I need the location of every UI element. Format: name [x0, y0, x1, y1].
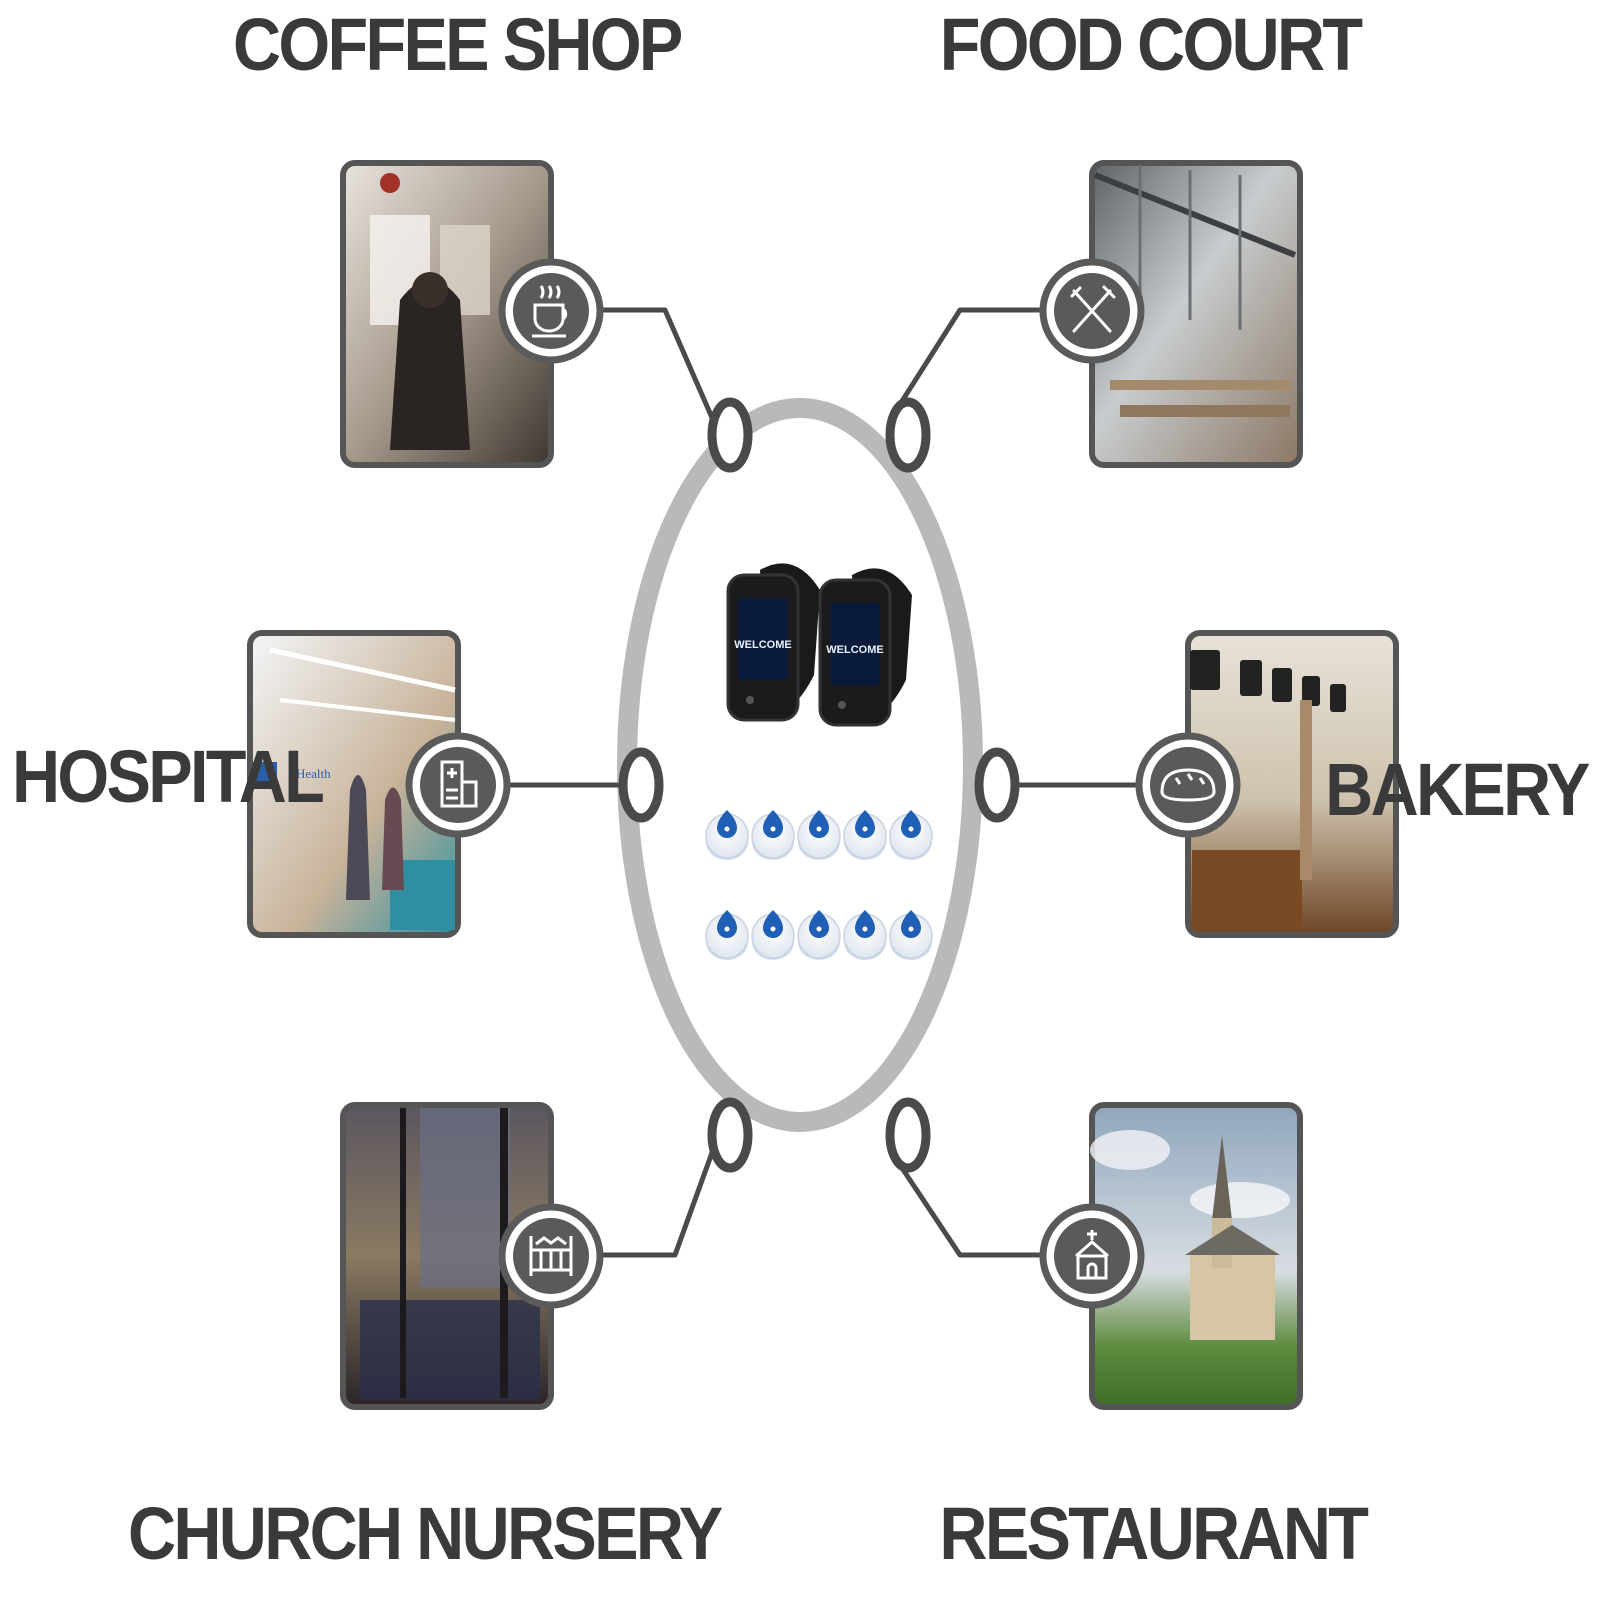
node-church: [707, 1097, 753, 1173]
node-food: [885, 397, 931, 473]
badge-coffee: [498, 258, 604, 364]
badge-bakery: [1135, 732, 1241, 838]
connector-church: [575, 1149, 716, 1258]
hospital-building-icon: [440, 760, 478, 808]
node-hospital: [618, 747, 664, 823]
connector-food: [887, 307, 1055, 422]
label-hospital: HOSPITAL: [12, 735, 325, 818]
call-button: [751, 910, 795, 960]
label-church-nursery: CHURCH NURSERY: [128, 1492, 723, 1575]
ring-nodes: [618, 397, 1020, 1173]
label-bakery: BAKERY: [1325, 748, 1590, 831]
watch-screen-text: WELCOME: [734, 639, 791, 651]
watch-receiver-2: WELCOME: [818, 568, 912, 727]
call-button: [797, 910, 841, 960]
label-coffee-shop: COFFEE SHOP: [233, 3, 683, 86]
photo-card-coffee: [340, 160, 554, 468]
badge-food: [1039, 258, 1145, 364]
call-button: [705, 910, 749, 960]
call-buttons: [705, 810, 933, 960]
fork-knife-icon: [1070, 285, 1116, 333]
hospital-sign-text: Health: [296, 766, 331, 781]
bread-icon: [1160, 768, 1216, 802]
call-button: [889, 810, 933, 860]
label-restaurant: RESTAURANT: [939, 1492, 1369, 1575]
photo-card-restaurant: [1089, 1102, 1303, 1410]
badge-church: [498, 1203, 604, 1309]
call-button: [843, 810, 887, 860]
call-button: [797, 810, 841, 860]
badge-restaurant: [1039, 1203, 1145, 1309]
call-button: [751, 810, 795, 860]
label-food-court: FOOD COURT: [939, 3, 1362, 86]
call-button: [705, 810, 749, 860]
node-bakery: [974, 747, 1020, 823]
church-icon: [1075, 1230, 1109, 1280]
central-ring: [617, 398, 983, 1132]
watch-receiver-1: WELCOME: [726, 563, 820, 722]
connector-restaurant: [887, 1148, 1055, 1258]
node-coffee: [707, 397, 753, 473]
call-button: [843, 910, 887, 960]
nursery-crib-icon: [529, 1236, 573, 1276]
badge-hospital: [405, 732, 511, 838]
call-button: [889, 910, 933, 960]
watch-screen-text: WELCOME: [826, 644, 883, 656]
coffee-cup-icon: [532, 285, 568, 338]
photo-card-church: [340, 1102, 554, 1410]
node-restaurant: [885, 1097, 931, 1173]
connector-coffee: [575, 307, 716, 421]
